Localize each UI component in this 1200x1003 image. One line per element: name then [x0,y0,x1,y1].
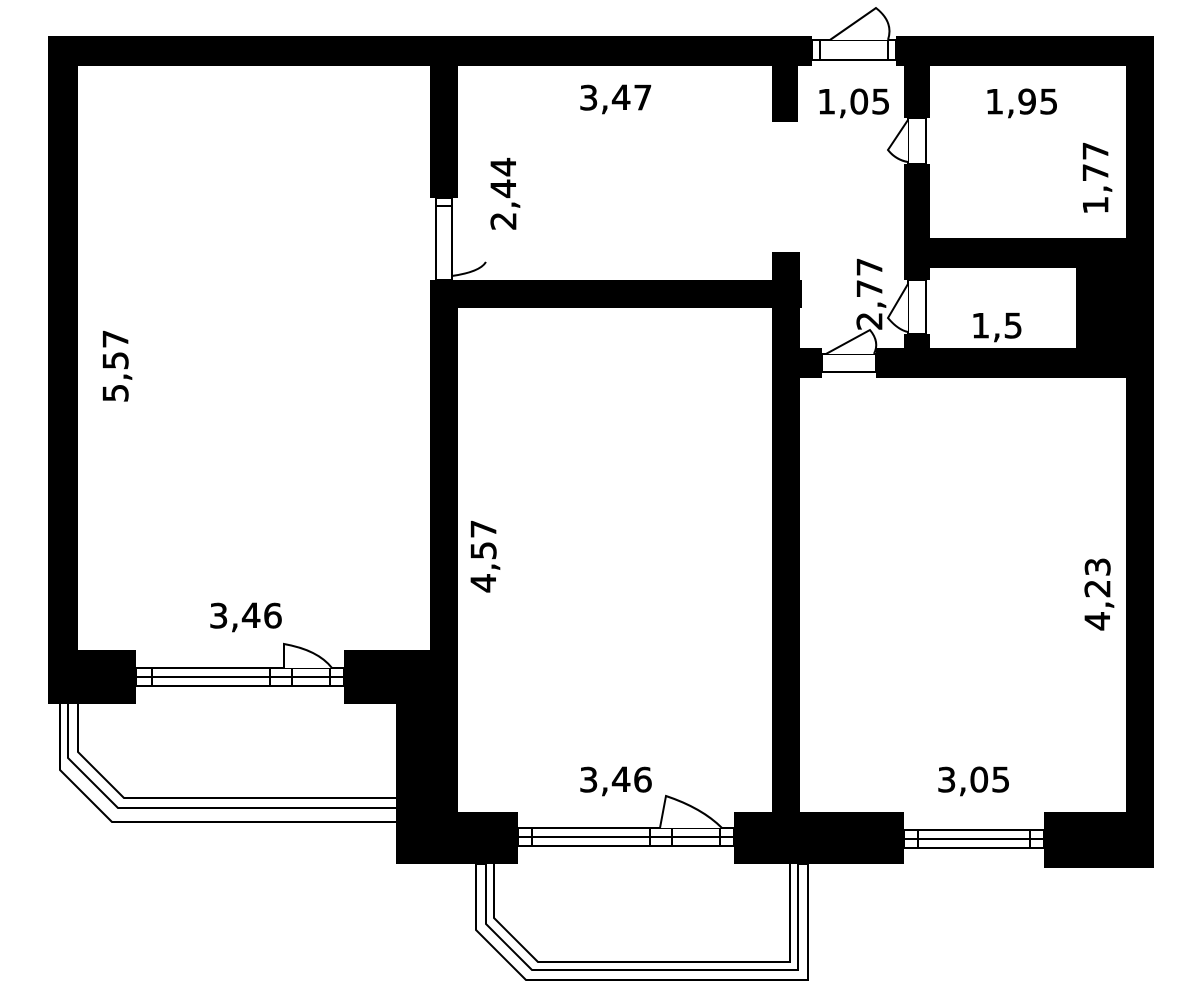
dim-hall-width: 3,47 [578,79,654,119]
dim-room-left-width: 3,46 [208,597,284,637]
wall-left [48,36,78,704]
wall-right [1126,36,1154,868]
dim-corridor-width: 1,05 [816,83,892,123]
wall-hall-bottom [430,280,802,308]
pier-middle-b [734,812,904,864]
doors [283,6,927,829]
door-entrance [811,39,897,61]
walls [48,36,1154,868]
dimension-labels: 3,47 1,05 1,95 1,77 2,44 5,57 3,46 4,57 … [97,79,1120,802]
dim-passage-depth: 2,77 [851,256,891,332]
balcony-left [59,699,399,823]
wall-divider-kitchen [772,252,800,864]
pier-middle-a [396,812,518,864]
pier-kitchen [1044,812,1154,868]
windows [135,667,1045,849]
dim-storage-depth: 1,77 [1077,140,1117,216]
dim-room-middle-width: 3,46 [578,761,654,801]
dim-bath-width: 1,5 [970,307,1024,347]
dim-kitchen-width: 3,05 [936,761,1012,801]
wall-top-right [896,36,1154,66]
pier-left-room-b [344,650,430,704]
door-left-room [435,197,453,281]
wall-bath-left-stub [904,334,930,378]
door-balcony-middle [659,794,723,829]
wall-divider-upper [430,66,458,198]
wall-storage-left [904,66,930,118]
door-balcony-left [283,642,333,669]
door-storage [907,117,927,165]
dim-room-left-depth: 5,57 [97,328,137,404]
dim-kitchen-depth: 4,23 [1079,556,1119,632]
door-bath [907,279,927,335]
wall-top-left [48,36,812,66]
dim-storage-width: 1,95 [984,83,1060,123]
pier-left-room-a [48,650,136,704]
balcony-middle-inner [493,864,791,963]
dim-room-middle-depth: 4,57 [465,518,505,594]
dim-hall-depth: 2,44 [485,156,525,232]
wall-stub-top [772,66,798,122]
balcony-left-inner [77,700,398,799]
door-kitchen [821,353,877,373]
wall-kitchen-top-left [800,348,822,378]
